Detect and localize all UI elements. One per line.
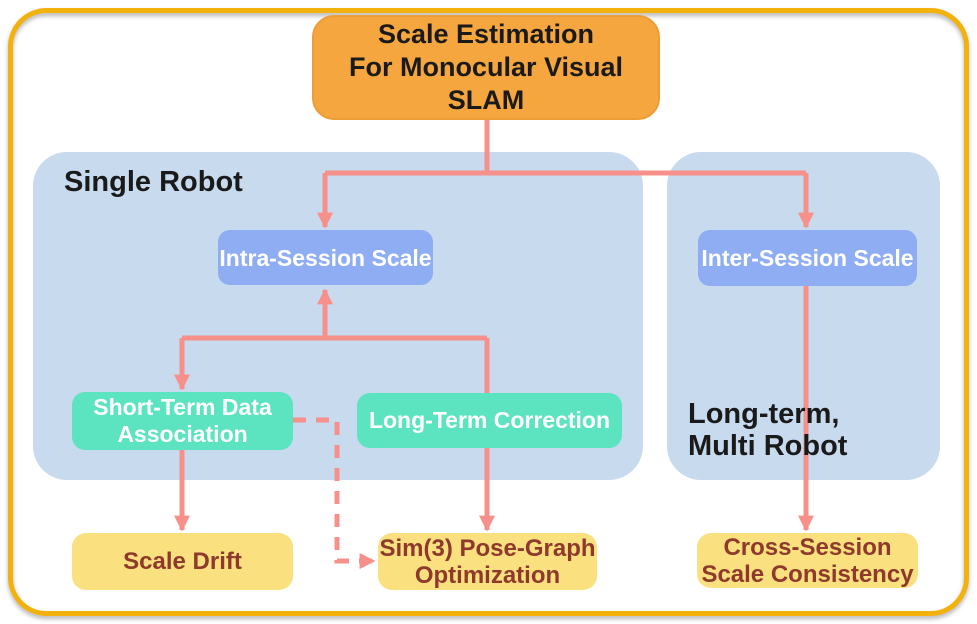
node-scale-estimation-title: Scale Estimation For Monocular Visual SL… [312, 15, 660, 120]
node-short-term-line-1: Short-Term Data [93, 394, 272, 420]
group-label-multi-robot-line-2: Multi Robot [688, 430, 848, 462]
node-short-term-line-2: Association [117, 421, 248, 447]
node-sim3-line-2: Optimization [414, 561, 561, 589]
outer-gold-frame [8, 8, 969, 616]
group-label-multi-robot: Long-term, Multi Robot [688, 398, 847, 462]
title-line-2: For Monocular Visual SLAM [348, 52, 624, 115]
node-cross-session-scale-consistency: Cross-Session Scale Consistency [697, 533, 918, 588]
node-sim3-line-1: Sim(3) Pose-Graph [379, 534, 596, 562]
title-line-1: Scale Estimation [377, 19, 595, 49]
node-sim3-pose-graph-optimization: Sim(3) Pose-Graph Optimization [378, 533, 597, 590]
group-label-single-robot: Single Robot [64, 166, 243, 198]
node-scale-drift-label: Scale Drift [123, 548, 242, 575]
group-label-multi-robot-line-1: Long-term, [688, 398, 840, 430]
node-cross-session-line-1: Cross-Session [723, 533, 892, 561]
node-inter-session-scale-label: Inter-Session Scale [701, 245, 914, 271]
node-intra-session-scale-label: Intra-Session Scale [219, 244, 432, 271]
node-inter-session-scale: Inter-Session Scale [698, 230, 917, 286]
node-short-term-data-association: Short-Term Data Association [72, 392, 293, 450]
arrow-root-split [325, 120, 806, 176]
node-scale-drift: Scale Drift [72, 533, 293, 590]
node-cross-session-line-2: Scale Consistency [701, 560, 914, 588]
node-intra-session-scale: Intra-Session Scale [218, 230, 433, 285]
node-long-term-correction: Long-Term Correction [357, 393, 622, 448]
node-long-term-correction-label: Long-Term Correction [368, 407, 611, 433]
